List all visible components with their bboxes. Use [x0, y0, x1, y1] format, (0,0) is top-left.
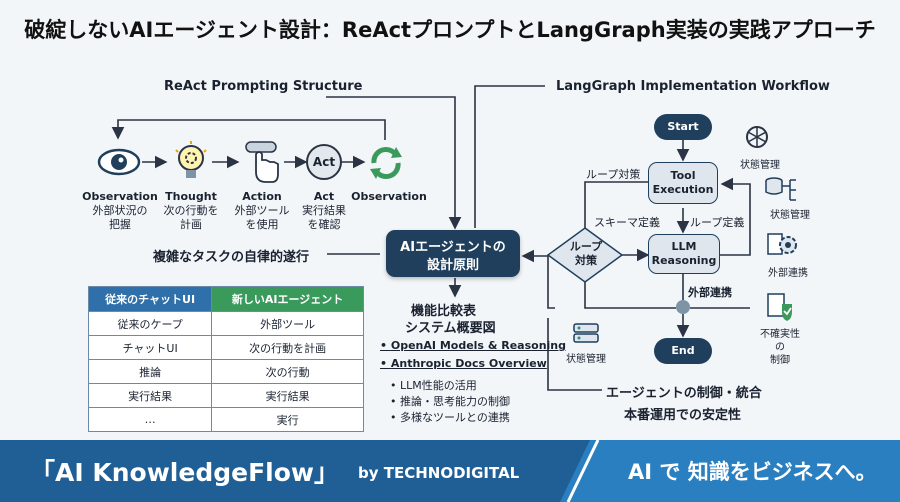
- docs-heading-2: システム概要図: [405, 321, 496, 336]
- diagram-connectors: [111, 85, 751, 391]
- footer-right-panel: [590, 440, 900, 502]
- lightbulb-gear-icon: [172, 140, 210, 184]
- react-heading: ReAct Prompting Structure: [164, 79, 363, 94]
- table-cell: チャットUI: [87, 335, 213, 360]
- server-rack-icon: [572, 322, 600, 344]
- table-row: 従来のケープ外部ツール: [87, 311, 364, 336]
- table-cell: 実行結果: [211, 383, 364, 408]
- comparison-table: 従来のチャットUI 新しいAIエージェント 従来のケープ外部ツール チャットUI…: [87, 286, 364, 432]
- table-row: 実行結果実行結果: [87, 383, 364, 408]
- link-anthropic-docs[interactable]: • Anthropic Docs Overview: [380, 357, 547, 370]
- bullet-item: • LLM性能の活用: [390, 379, 477, 392]
- refresh-cycle-icon: [366, 143, 406, 183]
- table-row: 推論次の行動: [87, 359, 364, 384]
- side-uncertain: 不確実性の制御: [760, 329, 800, 366]
- database-tree-icon: [764, 176, 800, 204]
- hand-pointer-icon: [240, 138, 284, 186]
- end-node: End: [654, 338, 712, 364]
- docs-heading-1: 機能比較表: [411, 304, 477, 319]
- table-row: …実行: [87, 407, 364, 432]
- act-badge-label: Act: [312, 155, 336, 169]
- side-state-1: 状態管理: [740, 160, 780, 171]
- openai-knot-icon: [744, 124, 770, 150]
- footer-by: by TECHNODIGITAL: [358, 464, 520, 482]
- loop-decision-diamond: [546, 227, 624, 283]
- footer-brand: 「AI KnowledgeFlow」: [30, 458, 339, 487]
- loop-decision-label: ループ対策: [569, 240, 603, 267]
- bullet-item: • 多様なツールとの連携: [390, 411, 510, 424]
- side-external: 外部連携: [768, 268, 808, 279]
- footer-banner: 「AI KnowledgeFlow」 by TECHNODIGITAL AI で…: [0, 440, 900, 502]
- merge-node: [676, 300, 690, 314]
- control-integration-label: エージェントの制御・統合: [606, 386, 762, 401]
- autonomy-label: 複雑なタスクの自律的遂行: [153, 250, 310, 265]
- table-cell: 外部ツール: [211, 311, 364, 336]
- table-cell: 従来のケープ: [87, 311, 213, 336]
- loop-def-label: ループ定義: [690, 216, 745, 229]
- external-link-label: 外部連携: [688, 286, 732, 299]
- footer-tagline: AI で 知識をビジネスへ。: [628, 460, 877, 484]
- table-cell: 次の行動を計画: [211, 335, 364, 360]
- link-openai-models[interactable]: • OpenAI Models & Reasoning: [380, 339, 566, 352]
- production-stability-label: 本番運用での安定性: [624, 408, 742, 423]
- table-cell: 実行: [211, 407, 364, 432]
- design-principles-box: AIエージェントの設計原則: [386, 230, 520, 277]
- react-step-observation-2: Observation: [351, 190, 427, 203]
- schema-label: スキーマ定義: [594, 216, 660, 229]
- table-header-legacy: 従来のチャットUI: [87, 286, 213, 312]
- table-cell: …: [87, 407, 213, 432]
- shield-check-icon: [766, 292, 794, 322]
- eye-icon: [97, 146, 141, 178]
- page-title: 破綻しないAIエージェント設計：ReActプロンプトとLangGraph実装の実…: [24, 18, 876, 42]
- side-state-2: 状態管理: [770, 210, 810, 221]
- gear-doc-icon: [766, 230, 798, 260]
- act-circle-icon: Act: [306, 144, 342, 180]
- table-cell: 推論: [87, 359, 213, 384]
- table-header-agent: 新しいAIエージェント: [211, 286, 364, 312]
- footer-divider: [560, 440, 620, 502]
- loop-measure-label: ループ対策: [586, 168, 641, 181]
- state-left-label: 状態管理: [566, 354, 606, 365]
- table-cell: 実行結果: [87, 383, 213, 408]
- langgraph-heading: LangGraph Implementation Workflow: [556, 79, 830, 94]
- table-cell: 次の行動: [211, 359, 364, 384]
- bullet-item: • 推論・思考能力の制御: [390, 395, 510, 408]
- start-node: Start: [654, 114, 712, 140]
